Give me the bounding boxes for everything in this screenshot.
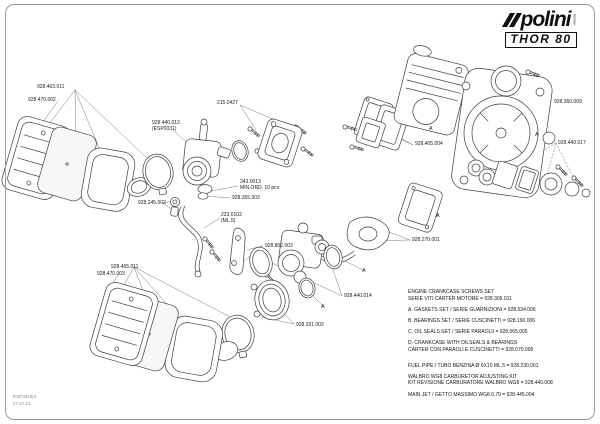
polini-wordmark: polini motori (487, 9, 595, 30)
part-label: 928.440.017 (558, 140, 586, 146)
part-number: 215.0427 (217, 100, 238, 106)
note-line: FUEL PIPE / TUBO BENZINA Ø 6X10 ML.5 = 9… (408, 362, 539, 369)
part-number: 928.331.002 (296, 322, 324, 328)
model-name-badge: THOR 80 (505, 32, 577, 48)
part-label: 928.470.002 (28, 97, 56, 103)
note-line: ENGINE CRANKCASE SCREWS SET (408, 289, 495, 295)
part-number: 928.245.002 (138, 200, 166, 206)
kit-letter-marker: A (429, 126, 433, 132)
part-number: 928.465.011 (111, 264, 139, 270)
part-label: 928.463.011 (37, 84, 64, 90)
part-label: 928.355.003 (232, 195, 260, 201)
note-line: SERIE VITI CARTER MOTORE = 928.305.011 (408, 295, 512, 302)
part-number: 223.0102 (221, 212, 242, 218)
note-group: MAIN JET / GETTO MASSIMO WG8 0,70 = 928.… (408, 392, 590, 399)
part-number: 928.470.003 (97, 271, 125, 277)
note-line: CARTER CON PARAOLI E CUSCINETTI = 928.07… (408, 346, 534, 353)
polini-motori-text: motori (572, 13, 577, 26)
part-number: 928.270.001 (412, 237, 440, 243)
note-group: B. BEARINGS SET / SERIE CUSCINETTI = 928… (408, 318, 590, 325)
part-number: 928.405.004 (415, 141, 443, 147)
part-number: 928.355.003 (232, 195, 260, 201)
brand-logo: polini motori THOR 80 (487, 9, 595, 48)
kit-letter-marker: A (321, 304, 325, 310)
part-label-subtext: (ESP0031) (152, 126, 177, 133)
part-label-subtext: MIN.ORD. 10 pcs (240, 185, 280, 192)
note-line: B. BEARINGS SET / SERIE CUSCINETTI = 928… (408, 317, 536, 324)
doc-date: 27.07.21 (13, 400, 31, 406)
polini-logo-text: polini (520, 8, 572, 31)
part-number: 928.360.009 (554, 99, 582, 105)
part-label: 928.405.004 (415, 141, 443, 147)
part-number: 928.440.013 (152, 120, 180, 126)
kit-letter-marker: A (362, 268, 366, 274)
part-label: 928.270.001 (412, 237, 440, 243)
part-label: 928.360.009 (554, 99, 582, 105)
part-number: 928.802.003 (265, 243, 293, 249)
note-line: A. GASKETS SET / SERIE GUARNIZIONI = 928… (408, 306, 536, 313)
note-line: MAIN JET / GETTO MASSIMO WG8 0,70 = 928.… (408, 391, 535, 398)
note-line: D. CRANKCASE WITH OILSEALS & BEARINGS (408, 340, 518, 347)
note-group: FUEL PIPE / TUBO BENZINA Ø 6X10 ML.5 = 9… (408, 363, 590, 370)
part-number: 928.440.014 (344, 293, 372, 299)
note-group: A. GASKETS SET / SERIE GUARNIZIONI = 928… (408, 307, 590, 314)
doc-code: ESP0018/4 (13, 394, 37, 399)
part-number: 343.0013 (240, 179, 261, 185)
part-number: 928.463.011 (37, 84, 65, 90)
part-number: 928.440.017 (558, 140, 586, 146)
part-label: 223.0102(ML.5) (221, 212, 242, 225)
part-label: 928.465.011 (111, 264, 138, 270)
part-label: 215.0427 (217, 100, 238, 106)
note-line: C. OIL SEALS SET / SERIE PARAOLII = 928.… (408, 329, 528, 336)
part-label-subtext: (ML.5) (221, 218, 236, 225)
part-label: 928.245.002 (138, 200, 166, 206)
part-label: 928.440.014 (344, 293, 372, 299)
kit-letter-marker: A (535, 132, 539, 138)
note-line: KIT REVISIONE CARBURATORE WALBRO WG8 = 9… (408, 380, 553, 387)
part-label: 928.440.013(ESP0031) (152, 120, 180, 133)
note-group: C. OIL SEALS SET / SERIE PARAOLII = 928.… (408, 329, 590, 336)
kit-letter-marker: A (436, 213, 440, 219)
note-line: WALBRO WG8 CARBURETOR ADJUSTING KIT (408, 373, 518, 380)
part-number: 928.470.002 (28, 97, 56, 103)
doc-footer: ESP0018/4 27.07.21 (13, 394, 36, 408)
part-label: 928.802.003 (265, 243, 293, 249)
part-label: 928.470.003 (97, 271, 125, 277)
part-label: 928.331.002 (296, 322, 324, 328)
